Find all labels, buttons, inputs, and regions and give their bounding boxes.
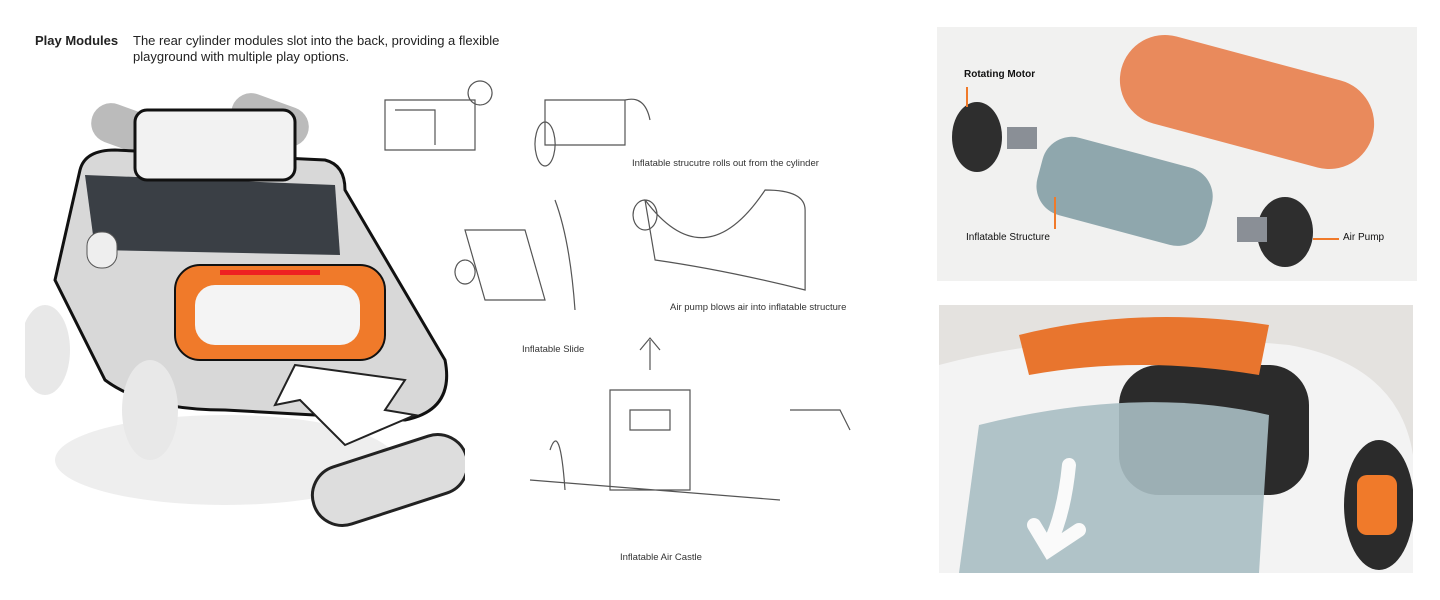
exploded-view-panel: Rotating Motor Inflatable Structure Air … xyxy=(937,27,1417,281)
leader-line xyxy=(1054,197,1056,229)
in-use-render-panel xyxy=(939,305,1413,573)
section-title: Play Modules xyxy=(35,33,119,48)
caption-roll-out: Inflatable strucutre rolls out from the … xyxy=(632,158,819,169)
leader-line xyxy=(1313,238,1339,240)
label-air-pump: Air Pump xyxy=(1343,232,1385,243)
section-description: The rear cylinder modules slot into the … xyxy=(133,33,500,64)
label-inflatable-structure: Inflatable Structure xyxy=(966,232,1050,243)
concept-sketches xyxy=(384,80,851,501)
label-rotating-motor: Rotating Motor xyxy=(964,69,1036,80)
caption-air-pump: Air pump blows air into inflatable struc… xyxy=(670,302,847,313)
caption-slide: Inflatable Slide xyxy=(522,344,585,355)
robot-render xyxy=(25,93,465,527)
leader-line xyxy=(966,87,968,107)
exploded-view-render xyxy=(952,35,1375,267)
in-use-render xyxy=(939,317,1413,573)
caption-castle: Inflatable Air Castle xyxy=(620,552,702,563)
